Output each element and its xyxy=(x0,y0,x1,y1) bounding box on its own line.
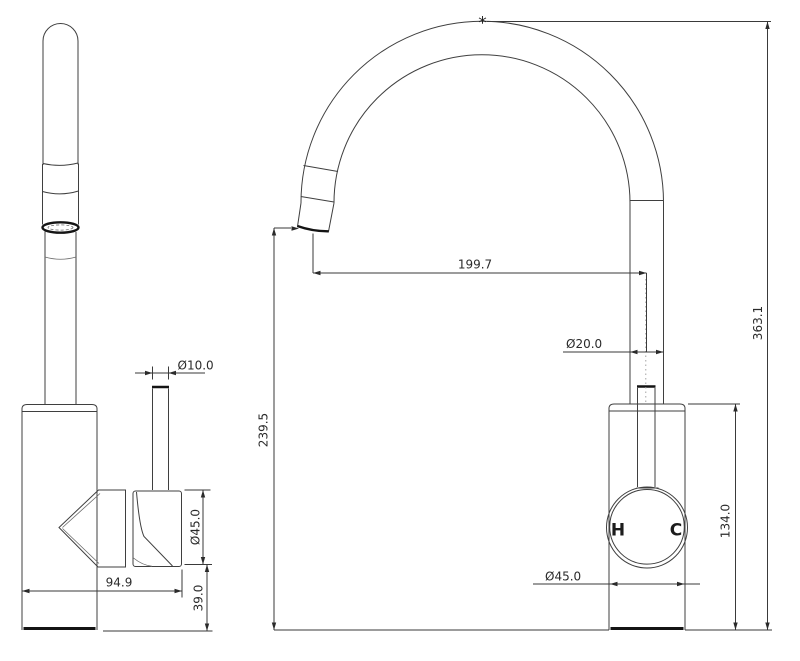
dim-390-label: 39.0 xyxy=(192,585,206,612)
side-riser-joint xyxy=(44,256,77,260)
side-view-dimensions: Ø10.0 Ø45.0 94.9 39.0 xyxy=(22,359,214,632)
cold-marking: C xyxy=(670,521,682,541)
front-view-dimensions: * 199.7 Ø20.0 363.1 239.5 134.0 Ø4 xyxy=(257,14,772,631)
dim-d10-label: Ø10.0 xyxy=(178,359,214,373)
side-handle-rod xyxy=(152,388,169,490)
dim-d45-front-label: Ø45.0 xyxy=(545,570,581,584)
side-aerator-band-1 xyxy=(42,162,79,166)
side-aerator-housing xyxy=(42,163,79,225)
dim-d20-label: Ø20.0 xyxy=(566,337,602,351)
dim-1340-label: 134.0 xyxy=(719,504,733,538)
front-handle-disc-outer xyxy=(606,486,688,569)
side-handle-block-curve xyxy=(136,491,173,567)
dim-d45-side-label: Ø45.0 xyxy=(189,509,203,545)
front-spout-rim xyxy=(296,224,329,233)
side-handle-block-arc xyxy=(133,557,153,567)
side-aerator-face xyxy=(47,224,74,231)
dim-2395-label: 239.5 xyxy=(257,413,271,447)
side-handle-block xyxy=(132,490,182,567)
front-spout-band-1 xyxy=(303,165,339,172)
apex-marker: * xyxy=(478,14,487,34)
front-handle-disc-inner xyxy=(609,489,685,565)
side-spout-tube xyxy=(42,23,79,165)
dim-1997-line xyxy=(312,233,647,352)
hot-marking: H xyxy=(611,521,625,541)
front-spout-band-2 xyxy=(300,196,335,203)
dim-2395-line xyxy=(273,227,291,630)
side-aerator-band-2 xyxy=(42,190,79,195)
side-lever-wedge-edge-top xyxy=(62,493,101,528)
front-gooseneck-inner xyxy=(333,54,631,404)
front-view-faucet: H C xyxy=(296,20,688,630)
side-lever-wedge-edge-bottom xyxy=(62,528,100,564)
side-view-faucet xyxy=(21,23,182,630)
front-stem xyxy=(636,388,659,489)
front-body xyxy=(608,403,686,630)
dim-1340-line xyxy=(688,403,740,630)
side-lever-wedge xyxy=(58,489,126,568)
front-gooseneck-outer xyxy=(300,20,664,404)
dim-390-line xyxy=(103,564,213,632)
dim-949-line xyxy=(22,569,183,598)
dim-3631-line xyxy=(487,21,771,630)
side-body xyxy=(21,404,98,630)
front-spout-tip-sides xyxy=(297,202,335,232)
side-riser-tube xyxy=(44,231,77,404)
dim-949-label: 94.9 xyxy=(106,576,133,590)
dim-1997-label: 199.7 xyxy=(458,258,492,272)
side-aerator-rim xyxy=(41,221,80,234)
dim-3631-label: 363.1 xyxy=(751,306,765,340)
